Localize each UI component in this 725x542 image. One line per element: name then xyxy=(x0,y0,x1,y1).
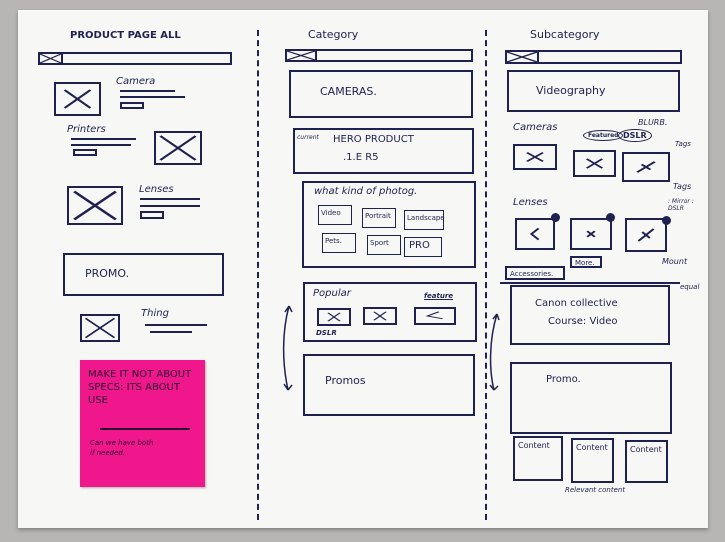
lenses-label: Lenses xyxy=(513,197,548,208)
lens-image xyxy=(570,218,612,250)
type-tile-sport[interactable]: Sport xyxy=(367,235,401,255)
reorder-arrow-icon xyxy=(489,310,501,395)
tag-dslr[interactable]: DSLR xyxy=(618,129,652,142)
text-line xyxy=(140,198,200,200)
popular-label: Popular xyxy=(313,288,351,299)
tags-annotation: Tags xyxy=(675,140,691,148)
logo-placeholder xyxy=(38,52,63,65)
section-title: what kind of photog. xyxy=(314,186,418,197)
tag-values: : Mirror : DSLR xyxy=(668,198,694,212)
content-label: Content xyxy=(518,441,550,450)
page-title: Category xyxy=(308,28,359,41)
sticky-note: MAKE IT NOT ABOUT SPECS: ITS ABOUT USE C… xyxy=(80,360,205,487)
course-label: Course: Video xyxy=(548,316,618,327)
accessories-tab[interactable]: Accessories. xyxy=(505,266,565,280)
promos-section xyxy=(303,354,475,416)
item-label: Thing xyxy=(141,308,169,319)
feature-tag: feature xyxy=(424,292,454,300)
mount-dot-icon xyxy=(551,213,560,222)
text-line xyxy=(120,96,185,98)
content-label: Content xyxy=(630,445,662,454)
text-line xyxy=(140,205,200,207)
dslr-tag: DSLR xyxy=(316,329,337,337)
promos-label: Promos xyxy=(325,374,366,387)
button-placeholder xyxy=(73,149,97,156)
sticky-note-text: Can we have both if needed. xyxy=(90,439,154,457)
promo-label: PROMO. xyxy=(85,267,130,280)
hero-product xyxy=(293,128,474,174)
collective-section xyxy=(510,285,670,345)
collective-title: Canon collective xyxy=(535,298,618,309)
hero-label: current xyxy=(297,134,319,141)
mount-annotation: Mount xyxy=(662,257,688,266)
item-label: Camera xyxy=(116,76,156,87)
item-label: Printers xyxy=(67,124,106,135)
photography-type-section xyxy=(302,181,476,268)
logo-placeholder xyxy=(285,49,317,62)
more-tab[interactable]: More. xyxy=(570,256,602,268)
column-divider xyxy=(257,30,259,520)
type-tile-video[interactable]: Video xyxy=(318,205,352,225)
subcategory-banner xyxy=(507,70,680,112)
product-image xyxy=(414,307,456,325)
hero-title: HERO PRODUCT xyxy=(333,134,414,145)
hero-subtitle: .1.E R5 xyxy=(343,152,379,163)
product-image xyxy=(317,308,351,326)
image-placeholder xyxy=(154,131,202,165)
promo-label: Promo. xyxy=(546,374,581,385)
tags-annotation: Tags xyxy=(673,182,692,191)
content-card[interactable]: Content xyxy=(625,440,668,483)
reorder-arrow-icon xyxy=(282,302,294,394)
page-title: PRODUCT PAGE ALL xyxy=(70,30,181,41)
banner-label: Videography xyxy=(536,84,606,97)
lens-image xyxy=(625,218,667,252)
item-label: Lenses xyxy=(139,184,174,195)
text-line xyxy=(120,90,175,92)
banner-label: CAMERAS. xyxy=(320,85,377,98)
lens-image xyxy=(515,218,555,250)
more-label: More. xyxy=(575,259,595,267)
button-placeholder xyxy=(120,102,144,109)
column-divider xyxy=(485,30,487,520)
blurb-label: BLURB. xyxy=(638,118,668,127)
section-label: Cameras xyxy=(513,122,558,133)
nav-bar xyxy=(38,52,232,65)
text-line xyxy=(71,144,131,146)
underline xyxy=(100,428,190,430)
camera-image xyxy=(513,144,557,170)
text-line xyxy=(150,331,192,333)
mount-dot-icon xyxy=(662,216,671,225)
content-card[interactable]: Content xyxy=(571,438,614,483)
camera-image xyxy=(573,150,616,177)
image-placeholder xyxy=(80,314,120,342)
camera-image xyxy=(622,152,670,182)
promo-section xyxy=(510,362,672,434)
type-tile-pets[interactable]: Pets. xyxy=(322,233,356,253)
type-tile-landscape[interactable]: Landscape xyxy=(404,210,445,230)
page-title: Subcategory xyxy=(530,28,600,41)
product-image xyxy=(363,307,397,325)
button-placeholder xyxy=(140,211,164,219)
type-tile-pro[interactable]: PRO xyxy=(404,237,442,257)
image-placeholder xyxy=(67,186,123,225)
logo-placeholder xyxy=(505,50,539,64)
text-line xyxy=(71,138,136,140)
accessories-label: Accessories. xyxy=(510,270,554,278)
mount-dot-icon xyxy=(606,213,615,222)
equal-annotation: equal xyxy=(680,283,700,291)
sticky-headline: MAKE IT NOT ABOUT SPECS: ITS ABOUT USE xyxy=(88,369,192,406)
type-tile-portrait[interactable]: Portrait xyxy=(362,208,396,228)
category-banner xyxy=(289,70,473,118)
popular-section xyxy=(303,282,477,342)
divider-line xyxy=(500,282,680,284)
content-card[interactable]: Content xyxy=(513,436,563,481)
promo-banner xyxy=(63,253,224,296)
image-placeholder xyxy=(54,82,101,116)
content-label: Content xyxy=(576,443,608,452)
relevant-content-annotation: Relevant content xyxy=(565,486,626,494)
text-line xyxy=(145,324,207,326)
